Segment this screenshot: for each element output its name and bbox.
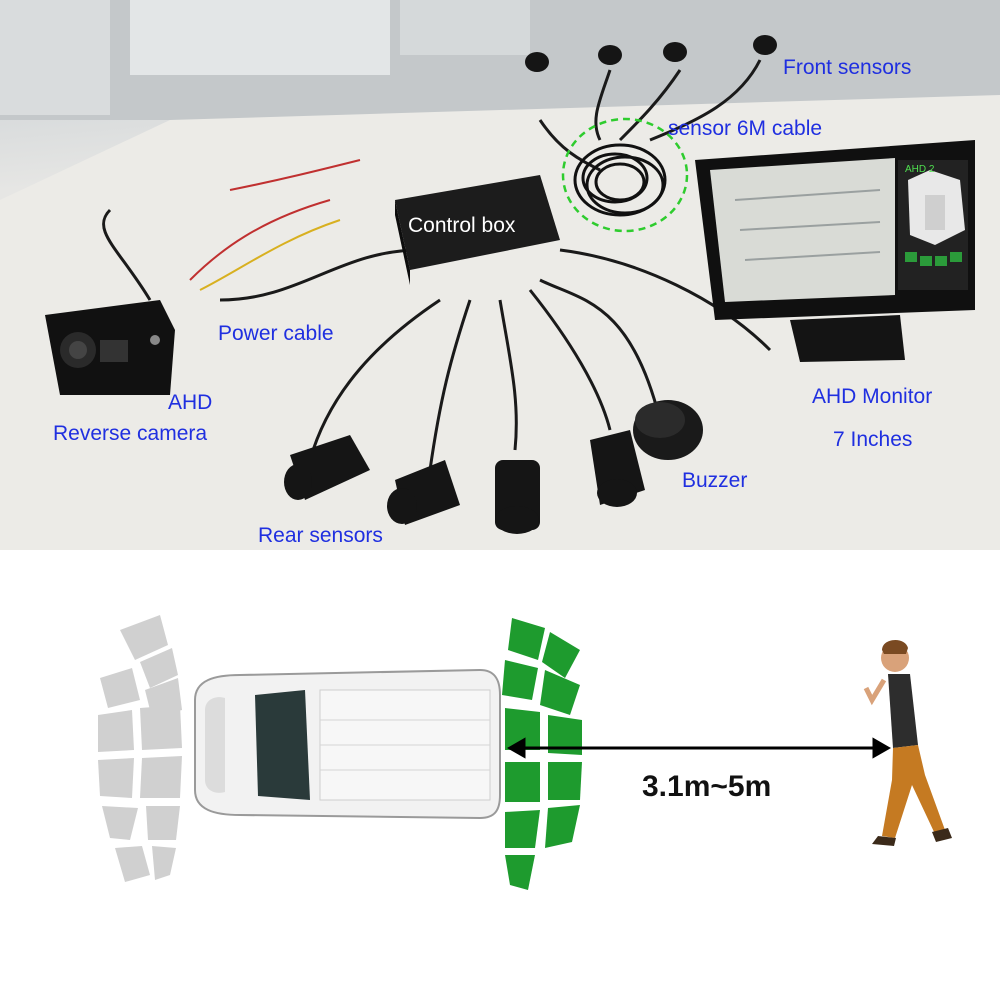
label-ahd-camera-line1: AHD	[168, 391, 213, 414]
label-front-sensors: Front sensors	[783, 56, 912, 79]
label-sensor-cable: sensor 6M cable	[668, 117, 823, 140]
distance-label: 3.1m~5m	[642, 770, 772, 803]
label-ahd-camera-line2: Reverse camera	[53, 422, 208, 445]
label-monitor-line2: 7 Inches	[833, 428, 913, 451]
rear-detection-zones	[502, 618, 582, 890]
monitor-screen-text: AHD 2	[905, 164, 935, 175]
diagram-illustration	[98, 615, 952, 890]
label-rear-sensors: Rear sensors	[258, 524, 383, 547]
label-control-box: Control box	[408, 214, 516, 237]
product-photo-illustration: AHD 2	[0, 0, 1000, 550]
label-buzzer: Buzzer	[682, 469, 748, 492]
parking-sensor-diagram: 3.1m~5m	[0, 550, 1000, 1000]
distance-arrow	[506, 737, 892, 759]
pedestrian	[863, 639, 952, 846]
van-top-view	[194, 668, 501, 820]
label-monitor-line1: AHD Monitor	[812, 385, 933, 408]
product-photo: AHD 2 Front sensors sensor 6M cable Cont…	[0, 0, 1000, 550]
front-detection-zones	[98, 615, 182, 882]
label-power-cable: Power cable	[218, 322, 334, 345]
